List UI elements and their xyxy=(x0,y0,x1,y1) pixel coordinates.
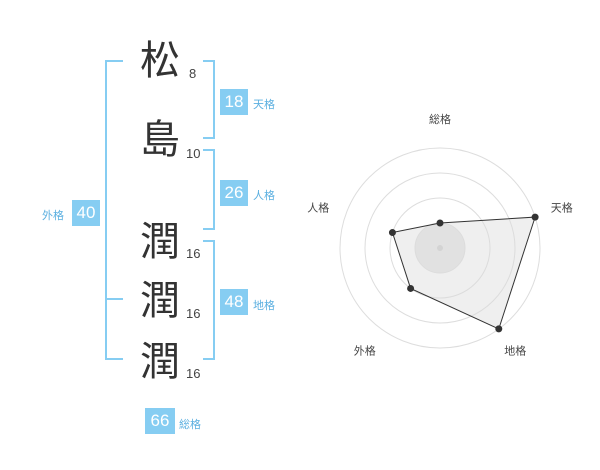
name-char-2: 島 xyxy=(140,117,180,163)
stroke-count-3: 16 xyxy=(186,246,201,261)
tenkaku-value: 18 xyxy=(220,89,248,115)
stroke-count-5: 16 xyxy=(186,366,201,381)
stroke-count-4: 16 xyxy=(186,306,201,321)
soukaku-label: 総格 xyxy=(179,418,201,431)
radar-point-1 xyxy=(436,219,444,227)
radar-point-3 xyxy=(495,325,503,333)
radar-point-2 xyxy=(531,213,539,221)
gaikaku-bracket xyxy=(105,60,123,360)
tenkaku-bracket xyxy=(203,60,215,139)
chikaku-bracket xyxy=(203,240,215,360)
name-char-5: 潤 xyxy=(140,339,180,385)
jinkaku-value: 26 xyxy=(220,180,248,206)
soukaku-value: 66 xyxy=(145,408,175,434)
radar-axis-label-1: 総格 xyxy=(429,112,451,126)
name-char-4: 潤 xyxy=(140,278,180,324)
gaikaku-label: 外格 xyxy=(42,209,64,222)
jinkaku-bracket xyxy=(203,149,215,230)
jinkaku-label: 人格 xyxy=(253,189,275,202)
radar-axis-label-4: 外格 xyxy=(354,344,376,358)
chikaku-label: 地格 xyxy=(253,299,275,312)
stroke-count-1: 8 xyxy=(189,66,197,81)
radar-point-4 xyxy=(407,284,415,292)
radar-axis-label-5: 人格 xyxy=(307,200,329,214)
radar-center xyxy=(437,245,443,251)
name-char-3: 潤 xyxy=(140,219,180,265)
tenkaku-label: 天格 xyxy=(253,98,275,111)
radar-point-5 xyxy=(388,229,396,237)
stroke-count-2: 10 xyxy=(186,146,201,161)
chikaku-value: 48 xyxy=(220,289,248,315)
gaikaku-value: 40 xyxy=(72,200,100,226)
name-char-1: 松 xyxy=(140,38,180,84)
radar-axis-label-2: 天格 xyxy=(551,200,573,214)
radar-axis-label-3: 地格 xyxy=(504,344,526,358)
gaikaku-bracket-tick xyxy=(105,298,123,300)
radar-area xyxy=(391,216,536,330)
